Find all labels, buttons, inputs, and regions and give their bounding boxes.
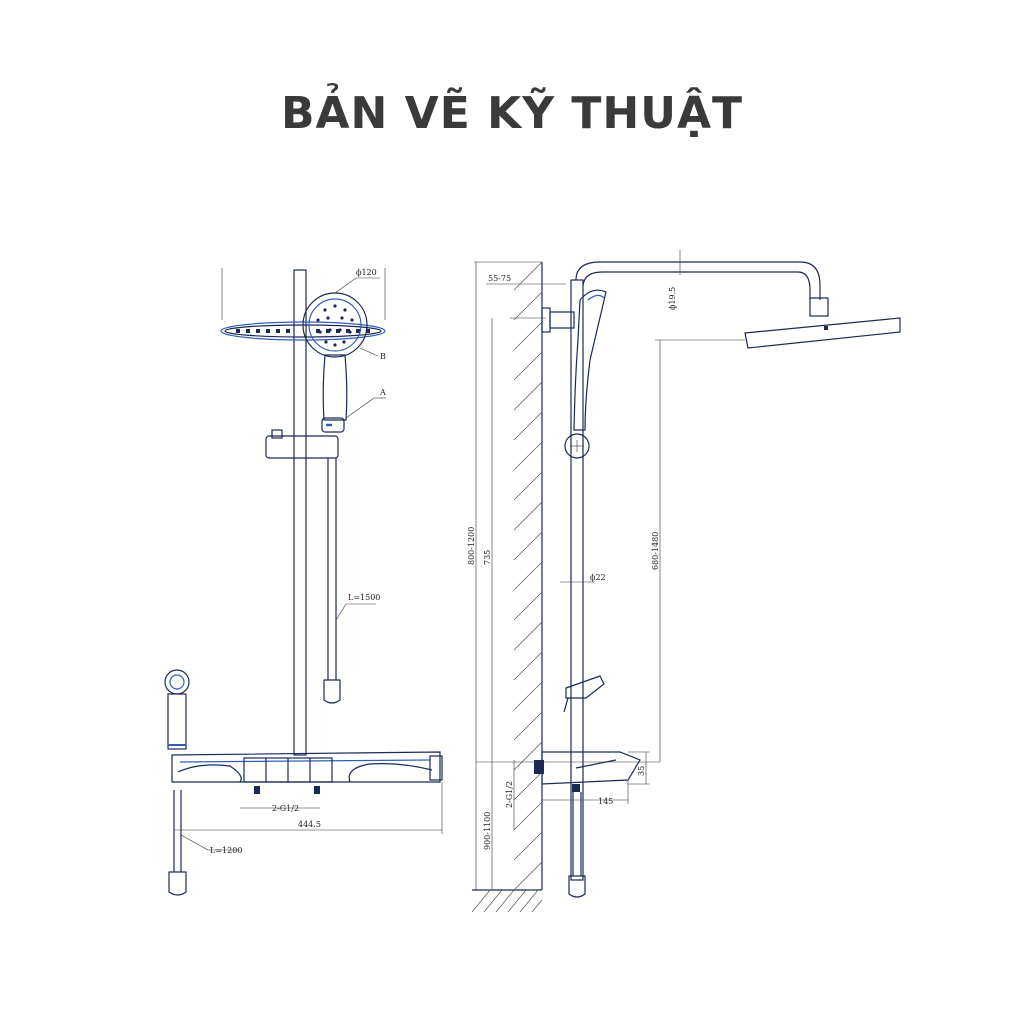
slider-bracket bbox=[265, 435, 339, 459]
head-height-label: 680-1480 bbox=[651, 532, 660, 570]
main-rail bbox=[293, 269, 307, 756]
head-swivel bbox=[809, 297, 829, 317]
callout-line-a bbox=[345, 397, 375, 419]
width-label: 444.5 bbox=[298, 820, 321, 829]
hand-shower-face-side bbox=[587, 294, 605, 301]
hand-shower-face bbox=[308, 298, 362, 352]
shower-arm-inner bbox=[582, 271, 811, 300]
wall-plate bbox=[541, 307, 551, 333]
callout-a-label: A bbox=[379, 388, 386, 397]
slider-knob bbox=[271, 429, 283, 439]
mixer-handle-side bbox=[575, 759, 617, 769]
page-title: BẢN VẼ KỸ THUẬT bbox=[280, 88, 744, 139]
lower-hand-shower-handle bbox=[167, 693, 187, 750]
shelf-edge bbox=[179, 759, 431, 763]
floor-height-label: 900-1100 bbox=[483, 812, 492, 850]
wall-offset-label: 55-75 bbox=[488, 274, 511, 283]
callout-b-label: B bbox=[380, 352, 386, 361]
arm-diameter-label: ϕ19.5 bbox=[668, 287, 677, 310]
hand-shower-side bbox=[573, 289, 607, 431]
mixer-height-label: 35 bbox=[637, 766, 646, 776]
callout-line-head bbox=[334, 277, 357, 294]
handle-connector bbox=[321, 417, 345, 433]
mixer-outlet bbox=[572, 784, 580, 792]
head-diameter-label: ϕ120 bbox=[356, 268, 377, 277]
overhead-head-side bbox=[744, 317, 901, 349]
inlet-thread-side-label: 2-G1/2 bbox=[505, 781, 514, 808]
lower-rail-end bbox=[568, 875, 586, 898]
bar-height-label: 735 bbox=[483, 550, 492, 565]
mixer-shelf bbox=[171, 751, 441, 783]
callout-line-hose bbox=[335, 603, 347, 621]
hose-lower-label: L=1200 bbox=[210, 846, 242, 855]
inlet-left bbox=[254, 786, 260, 794]
mixer-inlet-side bbox=[534, 760, 544, 774]
holder-tip bbox=[563, 697, 569, 713]
callout-line-lower-hose bbox=[180, 834, 209, 851]
hose-end bbox=[323, 679, 341, 704]
callout-line-b bbox=[359, 347, 379, 357]
left-handle bbox=[177, 764, 242, 783]
shower-arm-outer bbox=[575, 261, 821, 300]
rail-diameter-label: ϕ22 bbox=[590, 573, 606, 582]
wall-hatch bbox=[513, 261, 543, 891]
lower-hand-shower-head bbox=[164, 669, 190, 695]
floor-hatch bbox=[471, 889, 543, 913]
inlet-right bbox=[314, 786, 320, 794]
hand-shower-nozzles bbox=[316, 304, 354, 347]
mixer-end-cap bbox=[429, 755, 443, 781]
lower-holder bbox=[565, 675, 605, 699]
head-mark bbox=[824, 326, 828, 330]
overhead-nozzles bbox=[236, 329, 370, 333]
slider-knob-side bbox=[564, 433, 590, 459]
lower-hose-end bbox=[168, 871, 187, 896]
mixer-side bbox=[541, 751, 641, 785]
hand-shower-handle bbox=[322, 354, 348, 421]
right-handle bbox=[348, 763, 433, 783]
hose-upper-label: L=1500 bbox=[348, 593, 380, 602]
bracket-arm bbox=[549, 311, 575, 329]
left-front-view: ϕ120 B A L=1500 2-G1/2 444.5 bbox=[164, 268, 443, 896]
lower-hand-shower-face bbox=[169, 674, 185, 690]
side-rail bbox=[570, 279, 584, 881]
right-side-view: 55-75 ϕ19.5 800-1200 735 680-1480 ϕ22 2-… bbox=[467, 250, 901, 913]
total-height-label: 800-1200 bbox=[467, 527, 476, 565]
inlet-thread-label: 2-G1/2 bbox=[272, 804, 299, 813]
depth-label: 145 bbox=[598, 797, 613, 806]
